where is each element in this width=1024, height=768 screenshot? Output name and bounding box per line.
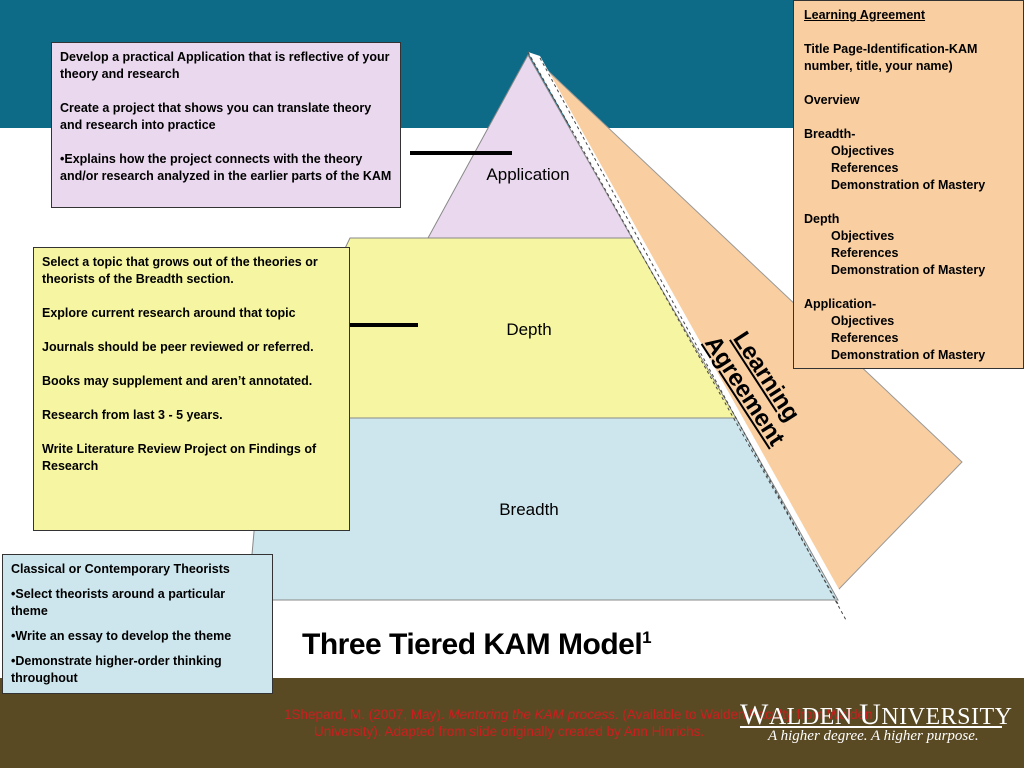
logo-u: U [859, 698, 882, 731]
learning-agreement-title: Learning Agreement [804, 8, 926, 22]
breadth-description-box: Classical or Contemporary Theorists •Sel… [2, 554, 273, 694]
learning-agreement-title-page: Title Page-Identification-KAM number, ti… [804, 42, 978, 73]
learning-agreement-box: Learning Agreement Title Page-Identifica… [793, 0, 1024, 369]
learning-agreement-breadth-section: Breadth- Objectives References Demonstra… [804, 126, 1013, 194]
logo-alden: ALDEN [768, 704, 860, 730]
depth-text-5: Research from last 3 - 5 years. [42, 408, 223, 422]
application-text-3: •Explains how the project connects with … [60, 152, 392, 183]
application-references: References [831, 331, 899, 345]
depth-text-2: Explore current research around that top… [42, 306, 296, 320]
pyramid-side-shadow [528, 52, 845, 600]
depth-text-4: Books may supplement and aren’t annotate… [42, 374, 313, 388]
depth-tier-label: Depth [506, 320, 552, 339]
application-text-2: Create a project that shows you can tran… [60, 101, 372, 132]
title-footnote-marker: 1 [642, 628, 652, 647]
application-heading: Application- [804, 297, 877, 311]
logo-tagline: A higher degree. A higher purpose. [768, 728, 979, 744]
breadth-text-2: •Select theorists around a particular th… [11, 587, 226, 618]
logo-niversity: NIVERSITY [881, 704, 1013, 730]
depth-references: References [831, 246, 899, 260]
citation-prefix: 1Shepard, M. (2007, May). [284, 707, 449, 722]
application-tier-label: Application [486, 165, 570, 184]
citation-footnote: 1Shepard, M. (2007, May). Mentoring the … [284, 706, 894, 740]
breadth-tier-label: Breadth [499, 500, 559, 519]
learning-agreement-depth-section: Depth Objectives References Demonstratio… [804, 211, 1013, 279]
dashed-edge-2 [539, 57, 847, 621]
depth-objectives: Objectives [831, 229, 895, 243]
logo-w: W [740, 698, 769, 731]
application-objectives: Objectives [831, 314, 895, 328]
depth-text-1: Select a topic that grows out of the the… [42, 255, 318, 286]
depth-heading: Depth [804, 212, 840, 226]
application-text-1: Develop a practical Application that is … [60, 50, 390, 81]
breadth-text-4: •Demonstrate higher-order thinking throu… [11, 654, 222, 685]
learning-agreement-application-section: Application- Objectives References Demon… [804, 296, 1013, 364]
logo-wordmark: WALDEN UNIVERSITY [740, 698, 1012, 732]
breadth-mastery: Demonstration of Mastery [831, 178, 986, 192]
title-text: Three Tiered KAM Model [302, 628, 643, 661]
application-tier [427, 53, 633, 239]
depth-text-3: Journals should be peer reviewed or refe… [42, 340, 314, 354]
depth-text-6: Write Literature Review Project on Findi… [42, 442, 317, 473]
application-description-box: Develop a practical Application that is … [51, 42, 401, 208]
breadth-text-1: Classical or Contemporary Theorists [11, 562, 230, 576]
learning-agreement-overview: Overview [804, 93, 860, 107]
citation-suffix: . (Available to Walden Faculty from Wald… [314, 707, 873, 739]
breadth-heading: Breadth- [804, 127, 856, 141]
breadth-objectives: Objectives [831, 144, 895, 158]
depth-description-box: Select a topic that grows out of the the… [33, 247, 350, 531]
application-mastery: Demonstration of Mastery [831, 348, 986, 362]
walden-university-logo: WALDEN UNIVERSITY A higher degree. A hig… [740, 698, 1012, 748]
citation-italic-title: Mentoring the KAM process [448, 707, 615, 722]
page-title: Three Tiered KAM Model1 [302, 628, 652, 662]
breadth-text-3: •Write an essay to develop the theme [11, 629, 232, 643]
breadth-references: References [831, 161, 899, 175]
logo-rule [740, 726, 1002, 728]
depth-mastery: Demonstration of Mastery [831, 263, 986, 277]
